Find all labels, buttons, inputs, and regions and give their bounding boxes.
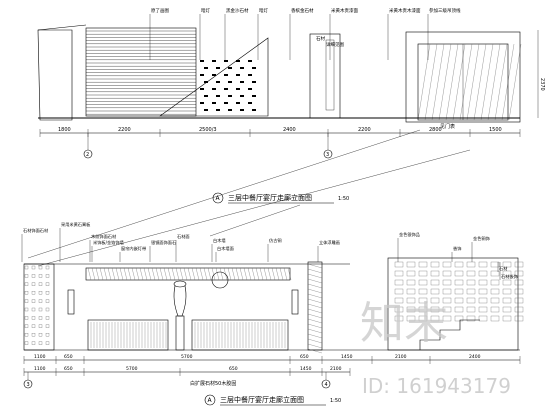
door-label: 见门表: [440, 123, 455, 130]
striped-ceiling-panel: [85, 27, 197, 117]
bottom-callout: 窗帘内嵌灯带: [121, 245, 146, 252]
top-dim-value: 1500: [489, 127, 502, 133]
bottom-callout: 石材饰面石材: [23, 227, 48, 234]
top-title-circle: A: [216, 195, 221, 202]
watermark-id: ID: 161943179: [362, 374, 511, 398]
bottom-dim-value: 2100: [395, 354, 407, 360]
top-dim-value: 2800: [429, 127, 442, 133]
bottom-dim-value: 650: [64, 354, 73, 360]
axis-3-label-bottom: 3: [27, 382, 30, 388]
bottom-dim-value: 650: [300, 354, 309, 360]
bottom-dim-value: 5700: [181, 354, 193, 360]
top-dim-value: 2200: [358, 127, 371, 133]
wall-sconce-right: [291, 289, 299, 315]
bottom-elevation: 1100 650 5700 650 1450 2100 2400 1100 650 5700 650…: [21, 221, 524, 406]
bottom-dim-value: 650: [229, 366, 238, 372]
top-note: 详细见图: [326, 41, 344, 48]
bottom-callout: 金色银饰品: [399, 231, 420, 238]
bottom-callout: 石材: [499, 265, 507, 272]
bottom-callout: 仿古铜: [269, 237, 282, 244]
bottom-callout: 木纹饰面石材: [91, 233, 116, 240]
diagonal-leader-3: [209, 204, 301, 237]
top-callout: 原了画图: [151, 7, 169, 14]
left-wall-panel: [37, 29, 73, 121]
bottom-dim-value: 1100: [34, 366, 46, 372]
bottom-callout: 米饰板/金箔饰墙: [93, 239, 124, 246]
stone-column-left: [23, 263, 55, 351]
bottom-callout: 采用米黄石膏板: [61, 221, 91, 228]
decorative-vase: [173, 280, 187, 351]
top-dim-value: 2400: [283, 127, 296, 133]
bottom-callout: 白木墙: [213, 237, 226, 244]
bottom-callout: 立体浮雕画: [319, 239, 340, 246]
watermark: 知末 ID: 161943179: [360, 298, 511, 398]
top-dim-value: 2200: [118, 127, 131, 133]
top-callout: 参加三级吊顶线: [429, 7, 461, 14]
top-dim-value: 2500/3: [199, 127, 217, 133]
stair-section: [159, 37, 269, 117]
bottom-footnote: 白扩展石材50木胶固: [190, 380, 236, 387]
bottom-dim-value: 1100: [34, 354, 46, 360]
side-stairs: [419, 319, 480, 350]
bottom-dim-value: 1450: [341, 354, 353, 360]
bottom-elevation-scale: 1:50: [330, 398, 341, 404]
top-callout: 暗灯: [201, 7, 210, 14]
axis-3-label: 3: [326, 152, 329, 158]
bottom-dim-value: 2400: [469, 354, 481, 360]
watermark-brand: 知末: [360, 298, 448, 349]
bottom-dim-value: 2100: [330, 366, 342, 372]
axis-4-label-bottom: 4: [325, 382, 328, 388]
top-elevation-scale: 1:50: [338, 196, 349, 202]
axis-2-label: 2: [86, 152, 89, 158]
bottom-callout: 香饰: [453, 245, 461, 252]
top-callout: 暗灯: [259, 7, 268, 14]
bottom-callout: 金色铜饰: [473, 235, 490, 242]
bottom-callout: 石材嵌饰: [501, 273, 518, 280]
height-dim: 2370: [539, 78, 545, 91]
bottom-title-circle: A: [208, 397, 213, 404]
tile-wall: [387, 257, 519, 351]
bottom-callout: 石材面: [177, 233, 190, 240]
top-callout: 黑金沙石材: [226, 7, 249, 14]
diagonal-leader-2: [37, 149, 471, 267]
decorative-medallion: [211, 271, 229, 289]
bottom-elevation-title: 三层中餐厅宴厅走廊立面图: [220, 395, 304, 404]
top-elevation-title: 三层中餐厅宴厅走廊立面图: [228, 193, 312, 202]
door-frame: [405, 31, 521, 123]
bottom-dim-value: 650: [64, 366, 73, 372]
bottom-dim-value: 1450: [300, 366, 312, 372]
top-callout: 香槟金石材: [291, 7, 314, 14]
top-callout: 米黄木贵漆面: [331, 7, 358, 14]
wall-sconce-left: [67, 289, 75, 315]
bottom-callout: 白木墙面: [217, 245, 234, 252]
bottom-callout: 银镜面饰面石: [151, 239, 176, 246]
diagonal-leader-1: [27, 129, 421, 259]
top-note: 石材: [316, 35, 325, 42]
column-right: [307, 261, 323, 351]
top-callout: 米黄木贵木漆面: [389, 7, 421, 14]
bottom-dim-value: 5700: [126, 366, 138, 372]
top-dim-value: 1800: [58, 127, 71, 133]
